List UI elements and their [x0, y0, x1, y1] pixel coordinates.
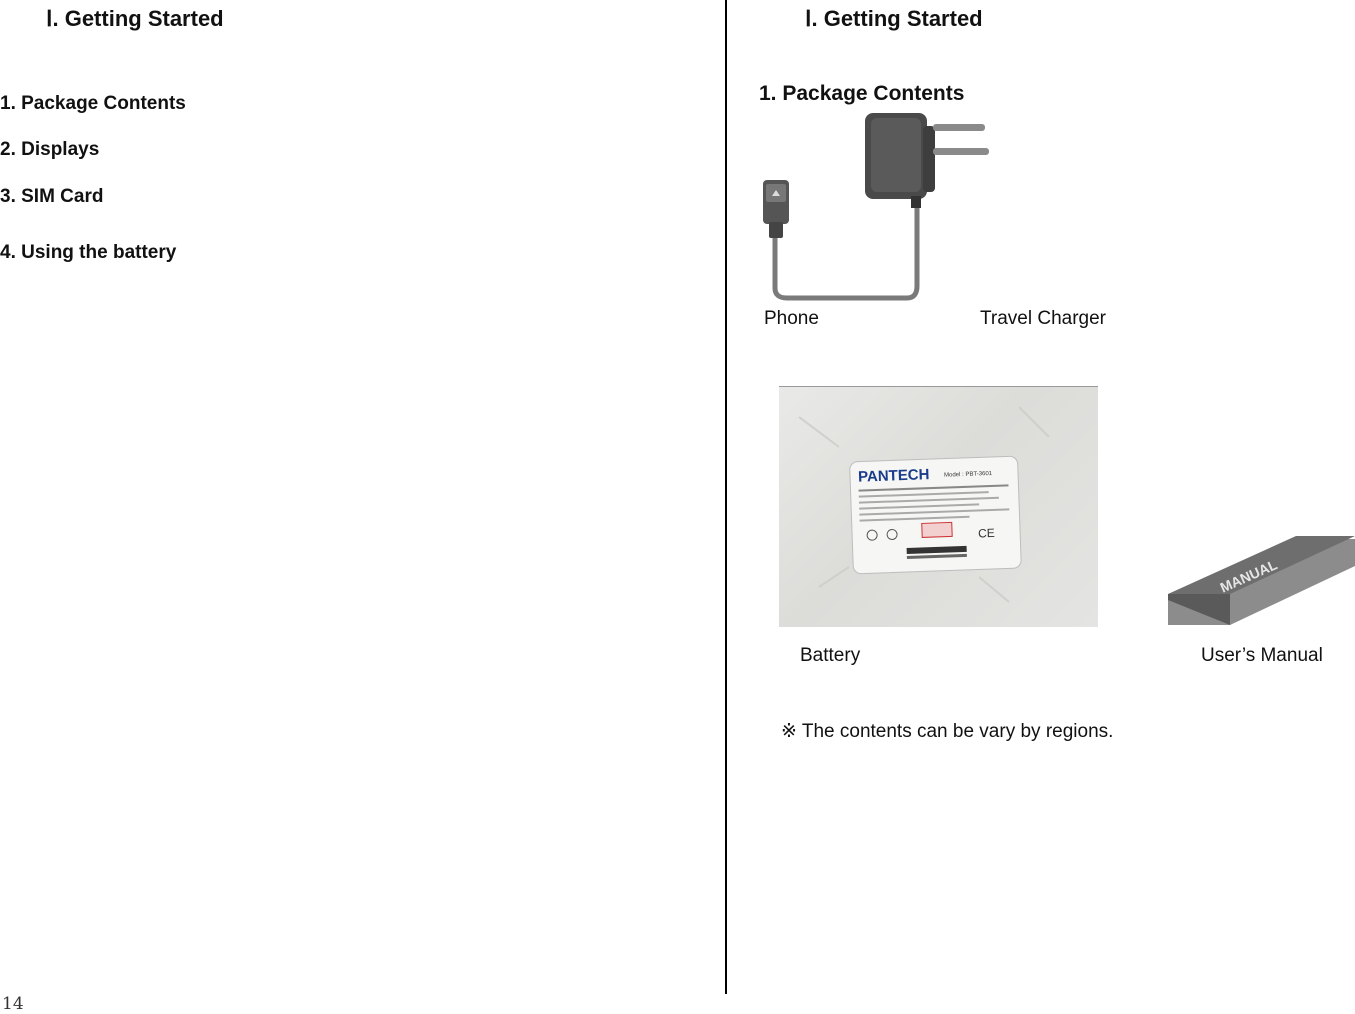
page-number: 14 — [2, 994, 24, 1014]
section-title: 1. Package Contents — [759, 82, 965, 105]
toc-item-using-battery[interactable]: 4. Using the battery — [0, 242, 177, 263]
travel-charger-image — [763, 113, 989, 301]
users-manual-image: MANUAL — [1168, 536, 1355, 625]
left-chapter-title: Ⅰ. Getting Started — [46, 6, 224, 31]
caption-battery: Battery — [800, 645, 861, 666]
toc-item-displays[interactable]: 2. Displays — [0, 139, 100, 160]
toc-item-package-contents[interactable]: 1. Package Contents — [0, 93, 186, 114]
battery-model-text: Model : PBT-3601 — [944, 471, 993, 479]
caption-users-manual: User’s Manual — [1201, 645, 1323, 666]
regional-note: ※ The contents can be vary by regions. — [781, 721, 1114, 742]
toc-item-sim-card[interactable]: 3. SIM Card — [0, 186, 104, 207]
caption-travel-charger: Travel Charger — [980, 308, 1107, 329]
right-chapter-title: Ⅰ. Getting Started — [805, 6, 983, 31]
svg-text:CE: CE — [978, 526, 995, 541]
battery-image: PANTECH Model : PBT-3601 CE — [779, 386, 1098, 627]
battery-brand-text: PANTECH — [858, 466, 930, 485]
page-divider — [725, 0, 727, 994]
caption-phone: Phone — [764, 308, 819, 329]
